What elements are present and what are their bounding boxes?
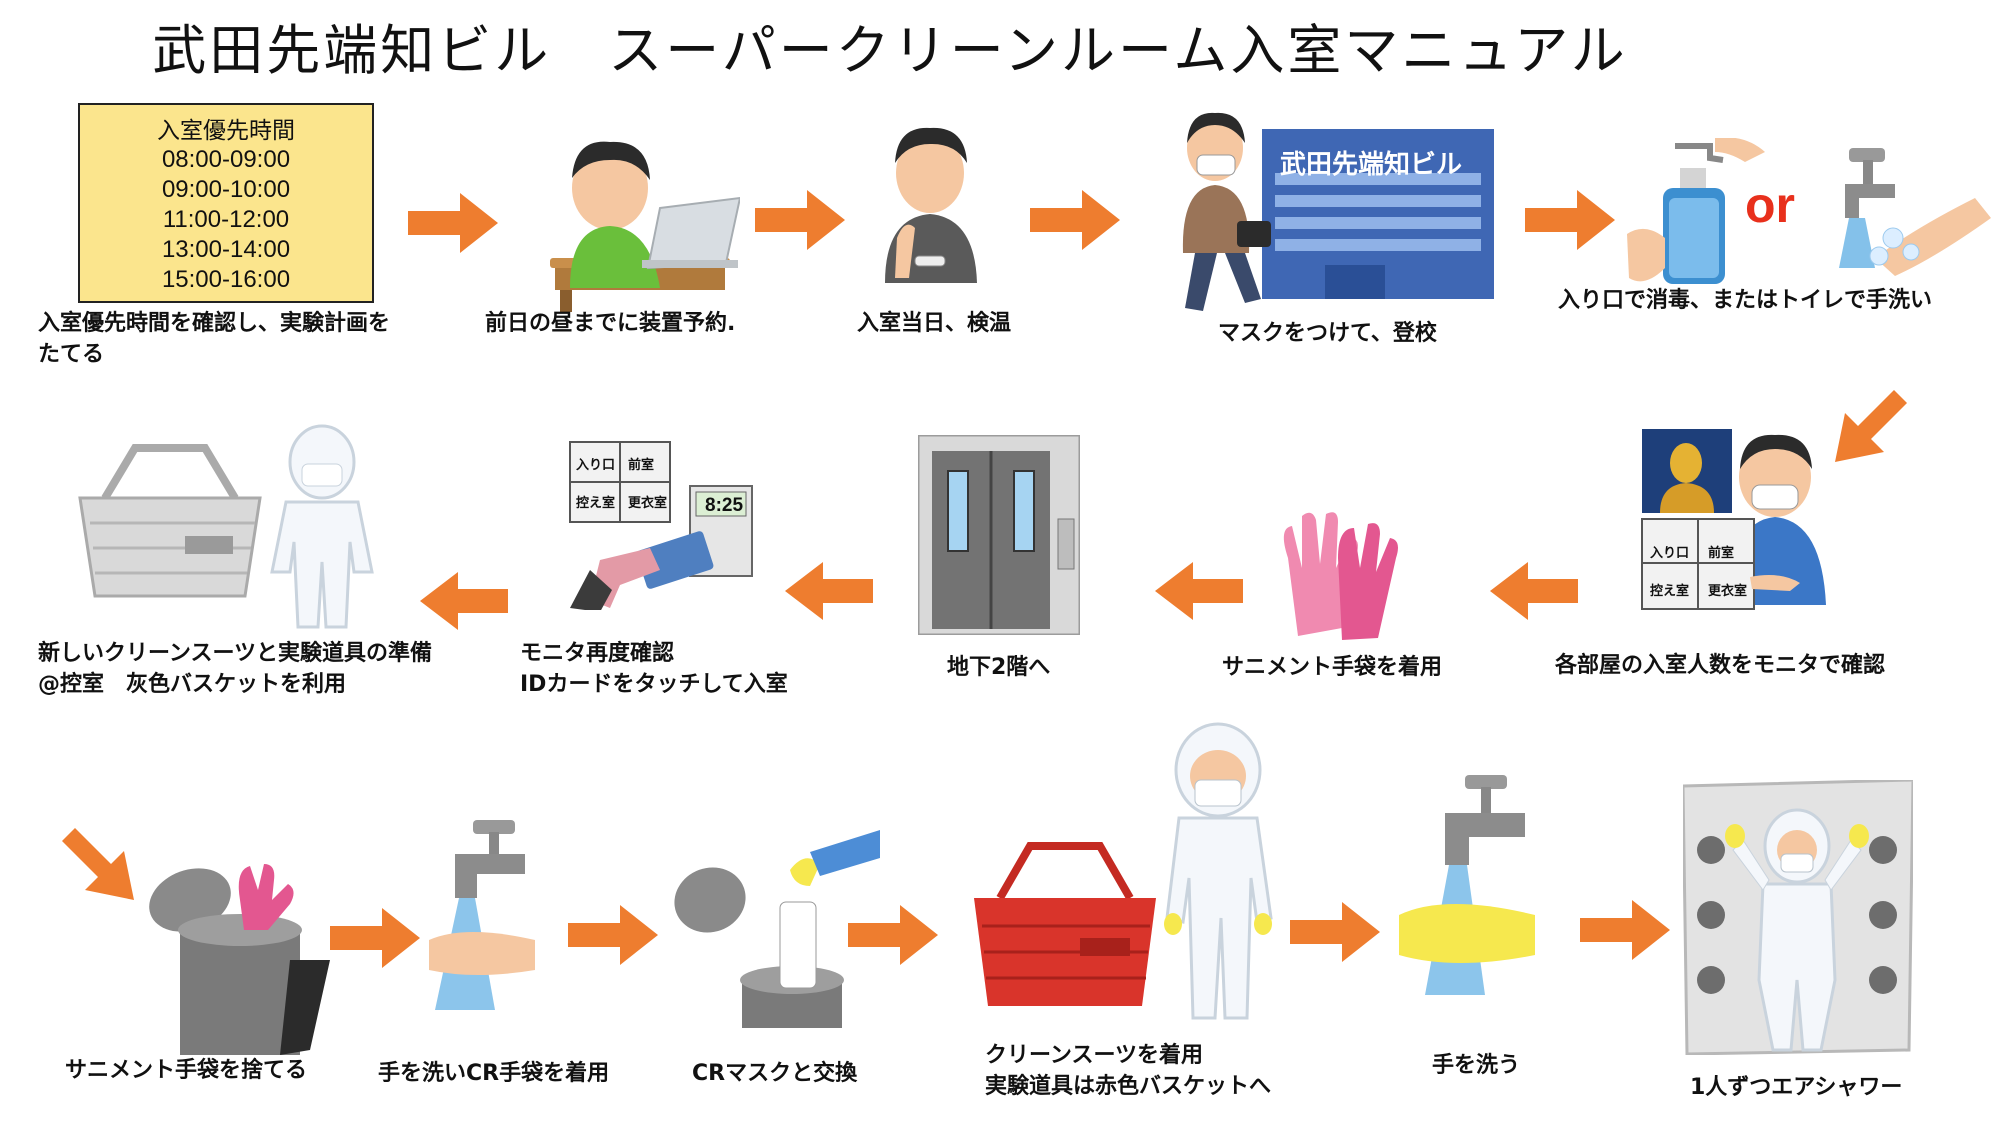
schedule-slot: 15:00-16:00 (161, 266, 291, 293)
elevator-icon (918, 435, 1080, 635)
step-6-caption: 各部屋の入室人数をモニタで確認 (1555, 653, 1886, 678)
monitor-check-person-icon (1641, 429, 1826, 610)
monitor-cell: 前室 (1708, 546, 1735, 561)
monitor-cell: 前室 (628, 458, 655, 473)
faucet-handwash-icon (1839, 148, 1991, 276)
arrow-right-icon (848, 905, 938, 965)
mask-exchange-icon (674, 830, 880, 1028)
building-sign: 武田先端知ビル (1280, 150, 1463, 180)
arrow-right-icon (755, 190, 845, 250)
caption-line: クリーンスーツを着用 (985, 1043, 1204, 1068)
clean-suit-icon (270, 424, 374, 629)
person-mask-building-icon (1182, 112, 1494, 311)
arrow-right-icon (1290, 902, 1380, 962)
arrow-left-icon (420, 572, 508, 630)
monitor-cell: 控え室 (1650, 584, 1690, 599)
arrow-right-icon (330, 908, 420, 968)
arrow-left-icon (785, 562, 873, 620)
monitor-cell: 更衣室 (1708, 584, 1748, 599)
caption-line: @控室 灰色バスケットを利用 (38, 672, 347, 697)
schedule-slot: 09:00-10:00 (161, 176, 291, 203)
arrow-right-icon (568, 905, 658, 965)
step-15-caption: 手を洗う (1432, 1053, 1521, 1078)
pink-gloves-icon (1283, 512, 1398, 640)
step-5-caption: 入り口で消毒、またはトイレで手洗い (1558, 288, 1933, 313)
monitor-cell: 控え室 (576, 496, 616, 511)
step-13-caption: CRマスクと交換 (692, 1061, 858, 1086)
step-10-caption: 新しいクリーンスーツと実験道具の準備 @控室 灰色バスケットを利用 (38, 638, 432, 700)
step-4-caption: マスクをつけて、登校 (1218, 321, 1437, 346)
arrow-left-icon (1490, 562, 1578, 620)
id-card-touch-icon (569, 441, 753, 610)
hand-sanitizer-icon (1627, 138, 1765, 284)
caption-line: モニタ再度確認 (520, 641, 675, 666)
caption-line: 入室優先時間を確認し、実験計画を (38, 311, 391, 336)
step-11-caption: サニメント手袋を捨てる (65, 1058, 308, 1083)
trash-bin-gloves-icon (149, 864, 330, 1055)
caption-line: IDカードをタッチして入室 (520, 672, 788, 697)
schedule-slot: 11:00-12:00 (162, 206, 290, 233)
arrow-right-icon (1580, 900, 1670, 960)
step-14-caption: クリーンスーツを着用 実験道具は赤色バスケットへ (985, 1040, 1271, 1102)
grey-basket-icon (78, 444, 262, 598)
step-8-caption: 地下2階へ (947, 655, 1051, 680)
caption-line: 新しいクリーンスーツと実験道具の準備 (38, 641, 433, 666)
schedule-slot: 13:00-14:00 (161, 236, 291, 263)
monitor-cell: 入り口 (576, 458, 616, 473)
arrow-diagonal-icon (62, 828, 134, 900)
or-label: or (1745, 177, 1795, 233)
person-thermometer-icon (885, 127, 977, 283)
step-3-caption: 入室当日、検温 (857, 311, 1012, 336)
caption-line: 実験道具は赤色バスケットへ (985, 1074, 1272, 1099)
schedule-heading: 入室優先時間 (157, 118, 295, 144)
arrow-left-icon (1155, 562, 1243, 620)
air-shower-icon (1683, 780, 1913, 1055)
faucet-handwash-icon (429, 820, 535, 1010)
red-basket-icon (974, 842, 1156, 1006)
arrow-diagonal-icon (1835, 390, 1907, 462)
faucet-glove-wash-icon (1399, 775, 1535, 995)
caption-line: たてる (38, 342, 105, 367)
priority-time-schedule: 入室優先時間 08:00-09:00 09:00-10:00 11:00-12:… (78, 103, 374, 303)
page-title: 武田先端知ビル スーパークリーンルーム入室マニュアル (152, 19, 1628, 82)
step-12-caption: 手を洗いCR手袋を着用 (378, 1061, 610, 1086)
step-7-caption: サニメント手袋を着用 (1222, 655, 1443, 680)
step-1-caption: 入室優先時間を確認し、実験計画を たてる (38, 308, 390, 370)
arrow-right-icon (1525, 190, 1615, 250)
schedule-slot: 08:00-09:00 (161, 146, 291, 173)
step-9-caption: モニタ再度確認 IDカードをタッチして入室 (520, 638, 788, 700)
monitor-cell: 更衣室 (628, 496, 668, 511)
clock-display: 8:25 (705, 495, 744, 516)
arrow-right-icon (408, 193, 498, 253)
clean-suit-person-icon (1164, 722, 1273, 1020)
step-16-caption: 1人ずつエアシャワー (1690, 1075, 1903, 1100)
step-2-caption: 前日の昼までに装置予約. (485, 311, 736, 336)
person-laptop-icon (550, 141, 740, 312)
arrow-right-icon (1030, 190, 1120, 250)
monitor-cell: 入り口 (1650, 546, 1690, 561)
